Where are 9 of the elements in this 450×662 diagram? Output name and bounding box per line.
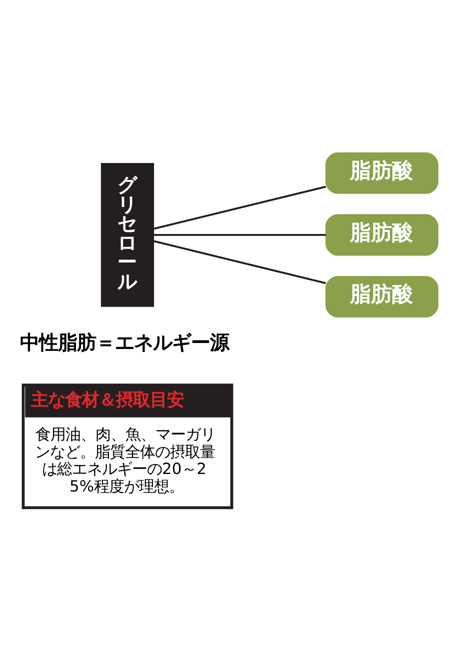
connector <box>154 234 326 236</box>
node-box: 脂肪酸 <box>325 276 438 318</box>
label: 中性脂肪＝エネルギー源 <box>20 330 229 354</box>
node-box: グリセロール <box>100 163 154 307</box>
node-box: 脂肪酸 <box>325 214 438 256</box>
connector <box>153 186 326 230</box>
connector <box>153 240 326 284</box>
node-box: 脂肪酸 <box>325 152 438 194</box>
node-box: 主な食材＆摂取目安 食用油、肉、魚、マーガリンなど。脂質全体の摂取量は総エネルギーの20～25%程度が理想。 <box>22 384 234 510</box>
